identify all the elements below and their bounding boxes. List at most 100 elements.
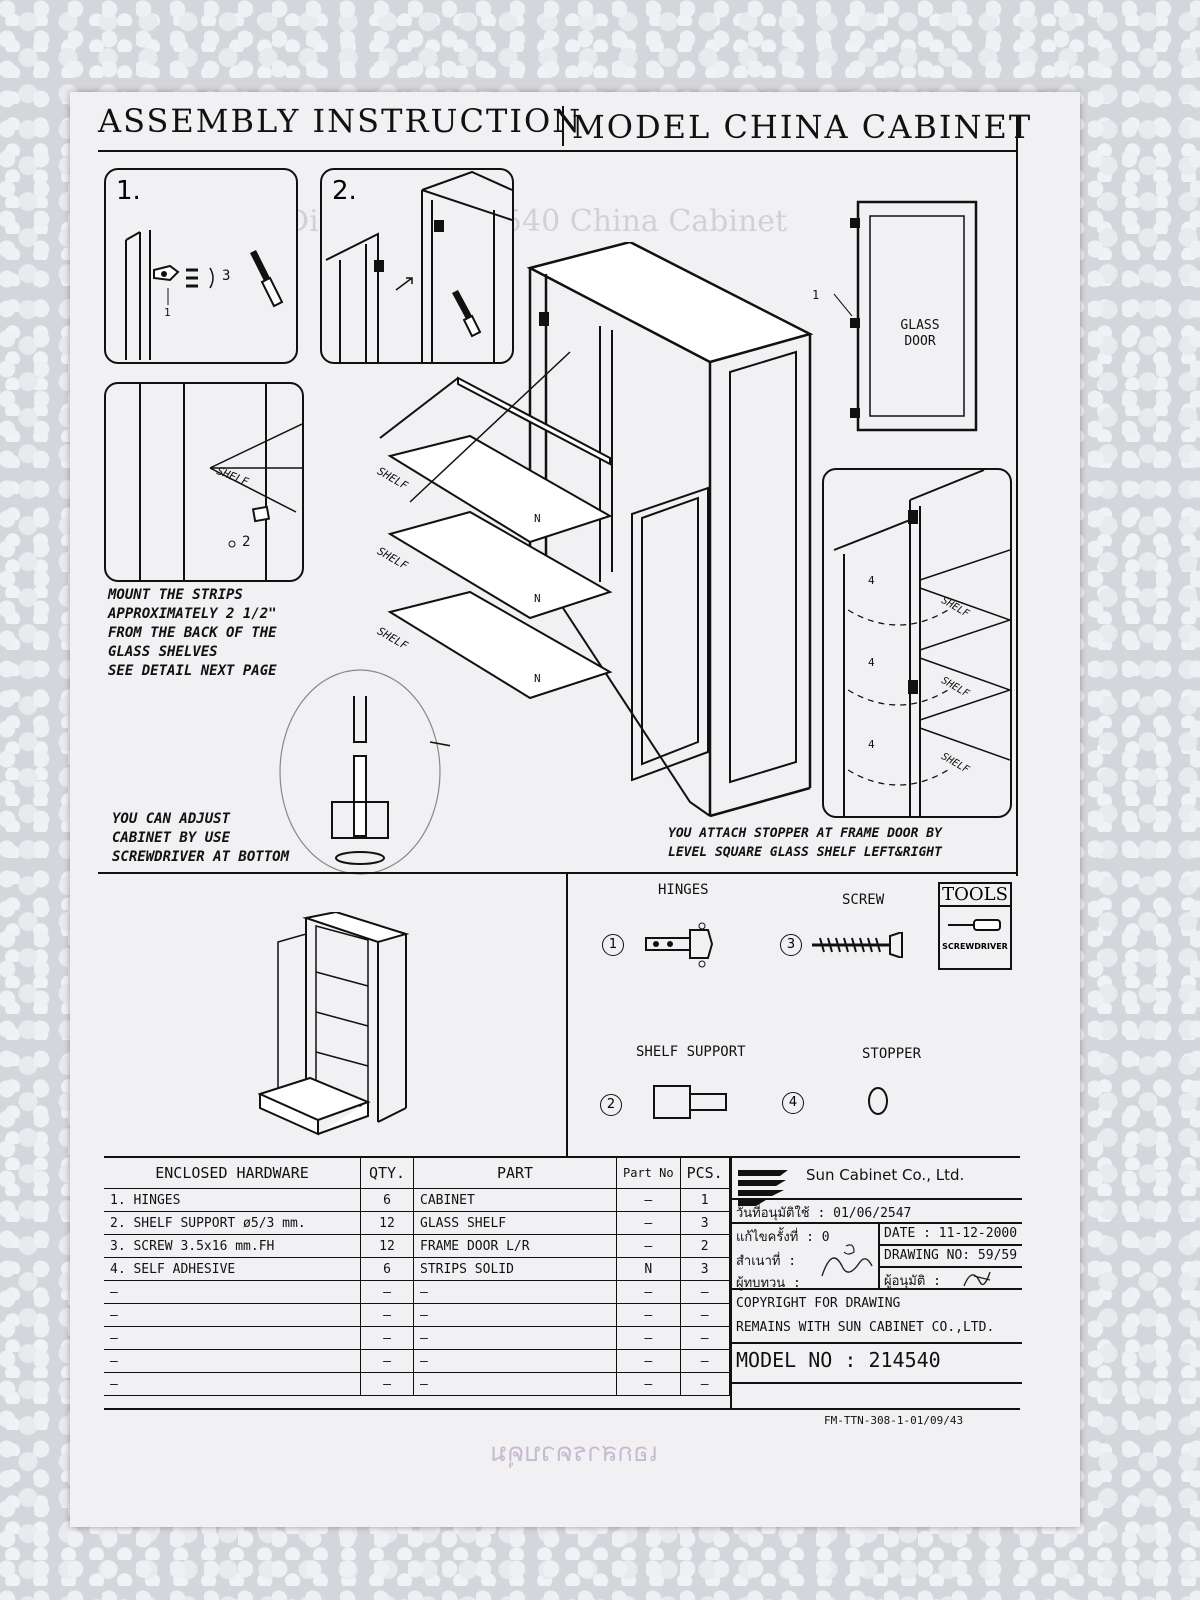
stopper-note: YOU ATTACH STOPPER AT FRAME DOOR BY LEVE… [668,826,942,860]
legend-divider [566,872,568,1156]
approver: ผู้อนุมัติ : [884,1274,941,1289]
table-row: ––––– [104,1303,730,1327]
cell-qty: – [360,1326,414,1350]
cell-part-no: – [616,1349,681,1373]
hardware-table: ENCLOSED HARDWARE QTY. PART Part No PCS.… [104,1158,730,1396]
leveler-illustration [279,669,450,875]
cell-part-no: – [616,1211,681,1235]
shelf-mark-n-2: N [534,592,541,605]
tools-label: TOOLS [940,884,1010,907]
cell-part-no: N [616,1257,681,1281]
cell-pcs: – [680,1303,730,1327]
cell-qty: 6 [360,1257,414,1281]
cell-pcs: 1 [680,1188,730,1212]
cell-part: FRAME DOOR L/R [413,1234,617,1258]
cell-hardware: 3. SCREW 3.5x16 mm.FH [104,1234,361,1258]
cell-part: GLASS SHELF [413,1211,617,1235]
cell-part-no: – [616,1326,681,1350]
stopper-illustration [833,470,1010,816]
table-row: ––––– [104,1372,730,1396]
shelf-support-icon [653,1085,727,1119]
cell-hardware: – [104,1372,361,1396]
cell-part: – [413,1280,617,1304]
table-row: ––––– [104,1326,730,1350]
screw-label: SCREW [842,892,885,908]
stopper-icon [868,1087,888,1115]
tb-rule [732,1222,1022,1224]
glass-door-label: GLASS DOOR [900,318,940,349]
adjust-note: YOU CAN ADJUST CABINET BY USE SCREWDRIVE… [112,811,290,865]
cell-qty: 12 [360,1211,414,1235]
table-row: ––––– [104,1280,730,1304]
cell-qty: – [360,1280,414,1304]
cell-part-no: – [616,1372,681,1396]
tb-vrule [878,1222,880,1288]
cell-part-no: – [616,1234,681,1258]
header-left-title: ASSEMBLY INSTRUCTION [98,102,583,140]
step2-number: 2. [332,176,357,206]
cell-hardware: – [104,1326,361,1350]
copy-number: สำเนาที่ : [736,1254,797,1269]
stopper-label: STOPPER [862,1046,922,1062]
tb-rule [878,1266,1022,1268]
hinges-label: HINGES [658,882,709,898]
cell-qty: 12 [360,1234,414,1258]
drawing-date: DATE : 11-12-2000 [884,1226,1018,1241]
door-attach-illustration [325,170,512,362]
cell-part: STRIPS SOLID [413,1257,617,1281]
tb-rule [732,1198,1022,1200]
shelf-support-label: SHELF SUPPORT [636,1044,746,1060]
strip-illustration [139,384,302,580]
cell-part-no: – [616,1188,681,1212]
header-rule [98,150,1018,152]
section-rule [98,872,1018,874]
door-callout-1: 1 [812,288,820,302]
cell-pcs: 3 [680,1211,730,1235]
table-row: ––––– [104,1349,730,1373]
glass-door-illustration [833,200,978,432]
step1-detail-box: 1. 3 1 [104,168,298,364]
model-number: MODEL NO : 214540 [736,1348,941,1372]
mount-strips-note: MOUNT THE STRIPS APPROXIMATELY 2 1/2" FR… [108,587,277,679]
right-border [1016,116,1018,876]
cell-qty: – [360,1349,414,1373]
cell-qty: – [360,1303,414,1327]
screwdriver-icon [948,919,1001,931]
sun-cabinet-logo [738,1170,788,1206]
assembled-cabinet-illustration [258,912,410,1136]
screw-icon [812,932,903,958]
cell-pcs: 2 [680,1234,730,1258]
approver-signature [963,1271,991,1287]
company-name: Sun Cabinet Co., Ltd. [806,1166,965,1184]
cell-pcs: – [680,1326,730,1350]
cell-pcs: – [680,1349,730,1373]
col-part-no: Part No [616,1158,681,1189]
reviewer: ผู้ทบทวน : [736,1276,801,1291]
cell-part: – [413,1303,617,1327]
header-divider [562,106,564,146]
tb-rule [878,1244,1022,1246]
tb-rule [732,1382,1022,1384]
cabinet-exploded-view [379,242,814,818]
legend-num-3: 3 [780,934,802,956]
cell-part: – [413,1349,617,1373]
table-header-row: ENCLOSED HARDWARE QTY. PART Part No PCS. [104,1158,730,1189]
step2-detail-box: 2. [320,168,514,364]
cell-part-no: – [616,1303,681,1327]
legend-num-4: 4 [782,1092,804,1114]
controlled-document-stamp: เอกสารควบคุม [490,1438,658,1468]
screwdriver-label: SCREWDRIVER [942,942,1008,951]
cell-hardware: – [104,1349,361,1373]
instruction-sheet: Plate Display in 214540 China Cabinet AS… [70,92,1080,1527]
revision: แก้ไขครั้งที่ : 0 [736,1230,830,1245]
step1-callout-3: 3 [222,268,231,284]
cell-pcs: 3 [680,1257,730,1281]
tb-rule [732,1288,1022,1290]
shelf-mark-n-1: N [534,512,541,525]
table-bottom-rule [104,1408,1020,1410]
cell-pcs: – [680,1280,730,1304]
